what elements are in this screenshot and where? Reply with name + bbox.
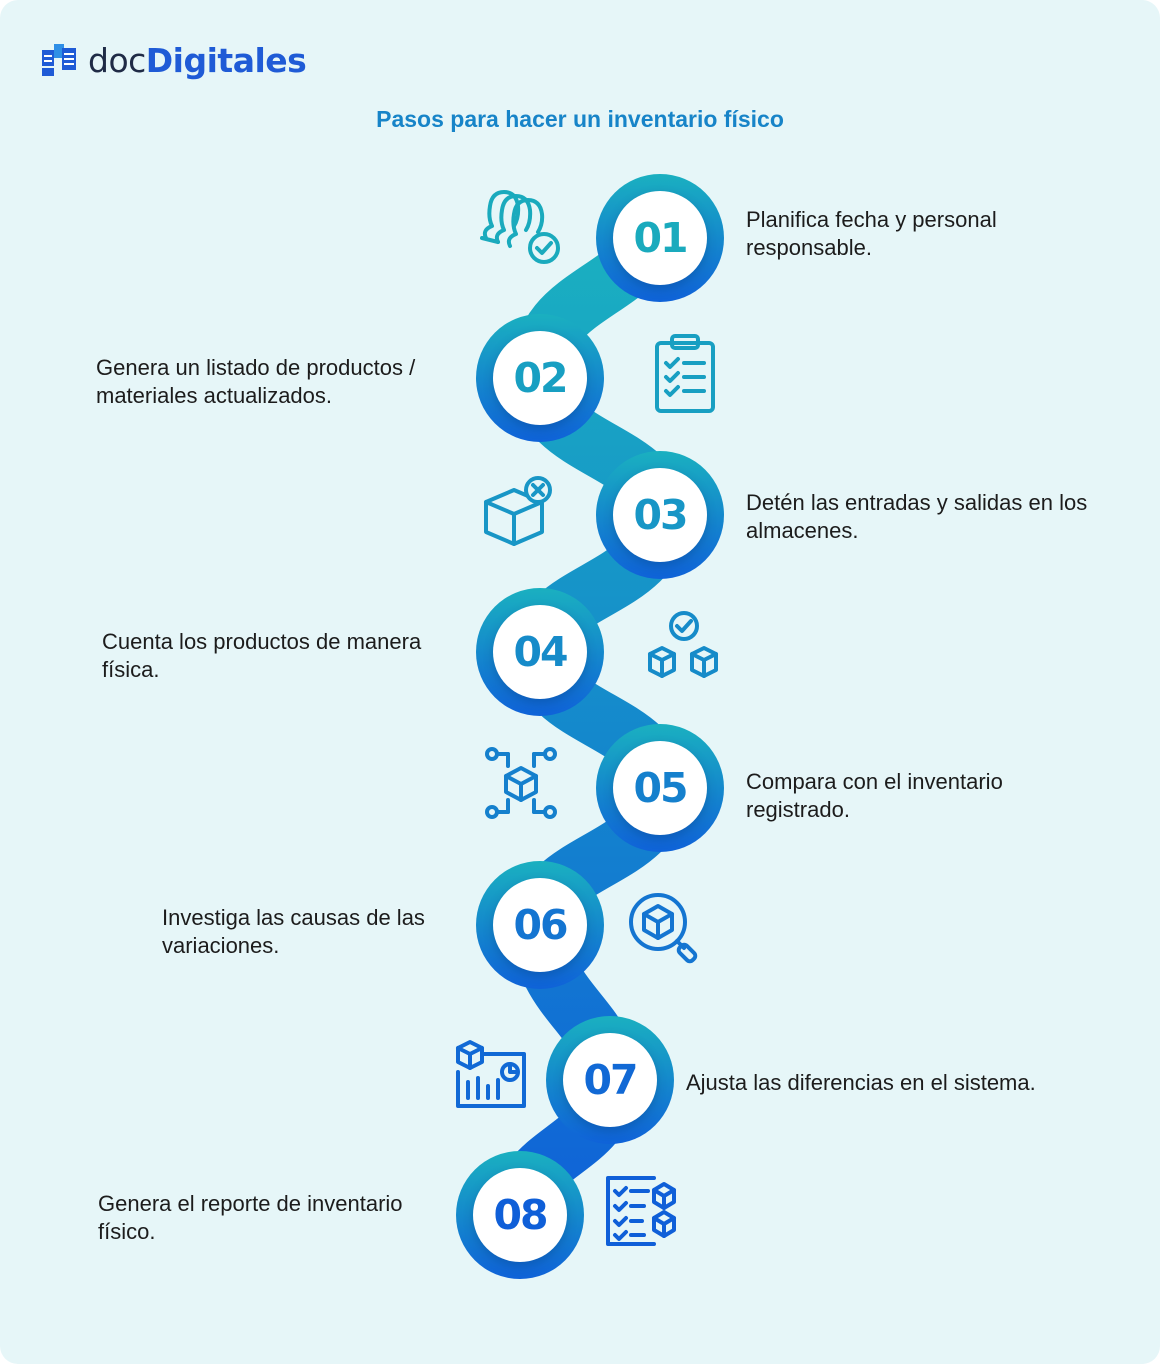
box-network-icon	[485, 747, 557, 819]
step-number-01: 01	[613, 191, 707, 285]
brand-name: Digitales	[145, 40, 307, 80]
step-text-line: almacenes.	[746, 518, 859, 543]
step-text-05: Compara con el inventario registrado.	[746, 768, 1003, 824]
box-cancel-icon	[484, 476, 552, 546]
step-text-line: Compara con el inventario	[746, 769, 1003, 794]
boxes-check-icon	[648, 611, 718, 678]
step-number-06: 06	[493, 878, 587, 972]
step-number-07: 07	[563, 1033, 657, 1127]
step-text-line: físico.	[98, 1219, 156, 1244]
box-search-icon	[629, 893, 698, 964]
step-number-04: 04	[493, 605, 587, 699]
checklist-boxes-icon	[606, 1176, 676, 1246]
step-text-line: Genera un listado de productos /	[96, 355, 416, 380]
step-text-06: Investiga las causas de las variaciones.	[162, 904, 425, 960]
step-text-line: Cuenta los productos de manera	[102, 629, 422, 654]
step-text-line: variaciones.	[162, 933, 280, 958]
box-dashboard-icon	[456, 1040, 526, 1108]
brand-logo: docDigitales	[40, 40, 307, 80]
step-text-line: Genera el reporte de inventario	[98, 1191, 403, 1216]
step-text-line: física.	[102, 657, 160, 682]
step-text-line: Investiga las causas de las	[162, 905, 425, 930]
step-text-08: Genera el reporte de inventario físico.	[98, 1190, 403, 1246]
team-check-icon	[480, 190, 560, 264]
step-text-07: Ajusta las diferencias en el sistema.	[686, 1069, 1036, 1097]
page-title: Pasos para hacer un inventario físico	[376, 106, 784, 132]
step-text-line: materiales actualizados.	[96, 383, 333, 408]
step-text-line: Ajusta las diferencias en el sistema.	[686, 1070, 1036, 1095]
step-text-line: Detén las entradas y salidas en los	[746, 490, 1088, 515]
step-text-01: Planifica fecha y personal responsable.	[746, 206, 997, 262]
brand-wordmark: docDigitales	[88, 40, 307, 80]
step-text-line: responsable.	[746, 235, 872, 260]
step-number-02: 02	[493, 331, 587, 425]
step-text-04: Cuenta los productos de manera física.	[102, 628, 421, 684]
step-number-08: 08	[473, 1168, 567, 1262]
step-text-line: registrado.	[746, 797, 850, 822]
brand-prefix: doc	[88, 40, 146, 80]
step-text-02: Genera un listado de productos / materia…	[96, 354, 415, 410]
step-text-03: Detén las entradas y salidas en los alma…	[746, 489, 1087, 545]
step-number-05: 05	[613, 741, 707, 835]
step-number-03: 03	[613, 468, 707, 562]
step-text-line: Planifica fecha y personal	[746, 207, 997, 232]
clipboard-checklist-icon	[655, 334, 715, 413]
document-logo-icon	[42, 44, 76, 76]
